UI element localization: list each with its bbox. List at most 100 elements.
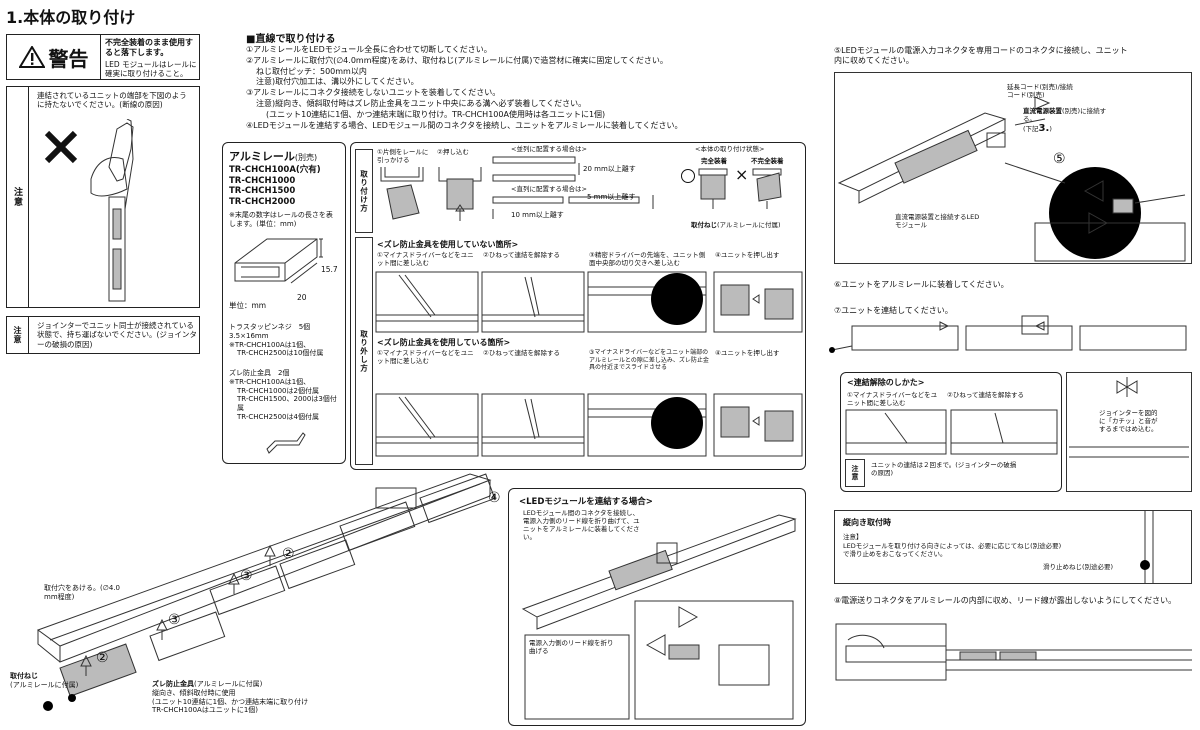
series-gap-label: 5 mm以上離す	[587, 193, 636, 201]
step-2-marker-b: ②	[96, 650, 109, 666]
remove-label-cell: 取り外し方	[355, 237, 373, 465]
step-3-note-2: (ユニット10連結に1個、かつ連結末端に取り付け。TR-CHCH100A使用時は…	[266, 109, 606, 119]
hand-holding-unit-illustration	[90, 119, 134, 302]
led-connect-body: LEDモジュール間のコネクタを接続し、電源入力側のリード線を折り曲げて、ユニット…	[523, 509, 640, 542]
rail-width-dim: 20	[297, 293, 307, 302]
led-connect-title: <LEDモジュールを連結する場合>	[519, 497, 653, 507]
series-diagram	[492, 195, 654, 219]
straight-steps: ①アルミレールをLEDモジュール全長に合わせて切断してください。 ②アルミレール…	[246, 45, 806, 131]
caution-label-cell: 注意	[7, 87, 29, 307]
rail-model-1: TR-CHCH100A(穴有)	[229, 165, 321, 175]
unlink-caution-label-cell: 注意	[845, 459, 865, 487]
warning-box: 警告 不完全装着のまま使用すると落下します。 LED モジュールはレールに確実に…	[6, 34, 200, 80]
joint-note: ジョインターを図的に「カチッ」と音がするまではめ込む。	[1099, 409, 1158, 434]
series-title: <直列に配置する場合は>	[511, 185, 587, 193]
ok-label: 完全装着	[701, 157, 727, 165]
remove-b2: ②ひねって連結を解除する	[483, 349, 561, 357]
caution-box-2: 注意 ジョインターでユニット同士が接続されている状態で、持ち運ばないでください。…	[6, 316, 200, 354]
parallel-title: <並列に配置する場合は>	[511, 145, 587, 153]
ext-cord-label: 延長コード(別売)/接続コード(別売)	[1007, 83, 1073, 100]
warning-body: LED モジュールはレールに確実に取り付けること。	[105, 60, 197, 79]
step-7-text: ⑦ユニットを連結してください。	[834, 306, 953, 315]
slip-screw-label: 滑り止めねじ(別途必要)	[1043, 563, 1114, 571]
step-2-note: 注意)取付穴加工は、溝以外にしてください。	[256, 77, 419, 87]
step-1: ①アルミレールをLEDモジュール全長に合わせて切断してください。	[246, 45, 492, 54]
step-3: ③アルミレールにコネクタ接続をしないユニットを装着してください。	[246, 88, 501, 98]
warning-label: 警告	[48, 46, 89, 71]
install-screw-label: 取付ねじ	[691, 221, 717, 229]
step-3-marker-a: ③	[168, 612, 181, 628]
step-2-marker-a: ②	[282, 546, 295, 562]
remove-a1-illustration	[375, 271, 479, 333]
ng-mark: ×	[735, 165, 749, 184]
joint-detail-illustration	[1069, 377, 1189, 458]
unlink-step-2: ②ひねって連結を解除する	[947, 391, 1025, 399]
remove-b3: ③マイナスドライバーなどをユニット端部のアルミレールとの隙に差し込み、ズレ防止金…	[589, 349, 709, 371]
screw-title: トラスタッピンネジ 5個	[229, 323, 311, 331]
bracket-note-1: ※TR-CHCH100Aは1個、	[229, 377, 311, 386]
rail-assembly-illustration	[36, 473, 496, 711]
step-4: ④LEDモジュールを連結する場合、LEDモジュール間のコネクタを接続し、ユニット…	[246, 120, 683, 130]
warning-triangle-icon	[18, 46, 45, 68]
caution-box-1: 注意 連結されているユニットの端部を下図のように持たないでください。(断線の原因…	[6, 86, 200, 308]
caution-text: 連結されているユニットの端部を下図のように持たないでください。(断線の原因)	[37, 91, 187, 110]
led-connect-illustration	[521, 514, 797, 720]
caution-label-cell-2: 注意	[7, 317, 29, 353]
rail-model-3: TR-CHCH1500	[229, 186, 296, 197]
unlink-caution-text: ユニットの連結は２回まで。(ジョインターの破損の原因)	[871, 461, 1017, 478]
bottom-bracket-note-2: (ユニット10連結に1個、かつ連結末端に取り付け	[152, 697, 309, 706]
remove-b1-illustration	[375, 393, 479, 457]
step-5-illustration	[837, 96, 1186, 262]
step-5-marker: ⑤	[1053, 151, 1066, 167]
step-3-marker-b: ③	[240, 568, 253, 584]
bottom-bracket-suffix: (アルミレールに付属)	[194, 680, 263, 688]
rail-profile-illustration	[234, 238, 323, 284]
bottom-screw-label: 取付ねじ	[10, 672, 38, 680]
psu-ref: (下記	[1023, 125, 1039, 134]
screw-size: 3.5×16mm	[229, 331, 269, 340]
bottom-bracket-title: ズレ防止金具	[152, 680, 194, 688]
ok-state-illustration	[698, 168, 728, 209]
psu-suffix: (別売)に接続する。	[1023, 107, 1107, 124]
cross-mark-icon	[44, 130, 78, 164]
step-7-illustration	[829, 315, 1187, 353]
remove-label: 取り外し方	[359, 329, 369, 373]
step-4-marker: ④	[488, 490, 501, 506]
screw-note-2: TR-CHCH2500は10個付属	[237, 349, 324, 358]
rail-model-4: TR-CHCH2000	[229, 196, 296, 207]
rail-height-dim: 15.7	[321, 265, 338, 274]
vertical-note-label: 注意】	[843, 533, 863, 541]
step-8-text: ⑧電源送りコネクタをアルミレールの内部に収め、リード線が露出しないようにしてくだ…	[834, 596, 1177, 605]
psu-ref-num: 3.	[1038, 123, 1050, 135]
step-2-pitch: ねじ取付ピッチ：500mm以内	[256, 66, 367, 76]
install-step-1-illustration	[380, 167, 424, 220]
step-8-illustration	[835, 623, 1192, 681]
bottom-bracket-note-1: 縦向き、傾斜取付時に使用	[152, 688, 236, 697]
rail-title-suffix: (別売)	[294, 153, 318, 162]
rail-title: アルミレール	[229, 150, 295, 163]
remove-b4: ④ユニットを押し出す	[715, 349, 780, 357]
vertical-note: LEDモジュールを取り付ける向きによっては、必要に応じてねじ(別途必要)で滑り止…	[843, 542, 1062, 559]
step-5-panel: 延長コード(別売)/接続コード(別売) 直流電源装置(別売)に接続する。 (下記…	[834, 72, 1192, 264]
warning-headline: 不完全装着のまま使用すると落下します。	[105, 38, 193, 57]
caution-label-2: 注意	[13, 326, 22, 344]
remove-a4-illustration	[713, 271, 803, 333]
step-6-text: ⑥ユニットをアルミレールに装着してください。	[834, 280, 1009, 289]
vertical-panel: 縦向き取付時 注意】 LEDモジュールを取り付ける向きによっては、必要に応じてね…	[834, 510, 1192, 584]
bracket-illustration	[266, 432, 306, 454]
remove-a3-illustration	[587, 271, 707, 333]
step-3-note: 注意)縦向き、傾斜取付時はズレ防止金具をユニット中央にある溝へ必ず装着してくださ…	[256, 98, 587, 108]
psu-ref-end: )	[1049, 125, 1052, 134]
install-step-1: ①片側をレールに引っかける	[377, 148, 429, 165]
remove-b4-illustration	[713, 393, 803, 457]
step-5-led-label: 直流電源装置と接続するLEDモジュール	[895, 213, 980, 230]
vertical-title: 縦向き取付時	[843, 518, 891, 527]
rail-info-box: アルミレール(別売) TR-CHCH100A(穴有) TR-CHCH1000 T…	[222, 142, 346, 464]
remove-a2: ②ひねって連結を解除する	[483, 251, 561, 259]
remove-a3: ③精密ドライバーの先端を、ユニット側面中央部の切り欠きへ差し込む	[589, 251, 706, 268]
bracket-note-3: TR-CHCH1500、2000は3個付属	[237, 395, 337, 412]
bottom-screw-note: (アルミレールに付属)	[10, 680, 79, 689]
install-step-2-illustration	[438, 167, 482, 221]
ng-state-illustration	[752, 168, 782, 209]
bracket-note-4: TR-CHCH2500は4個付属	[237, 412, 319, 421]
